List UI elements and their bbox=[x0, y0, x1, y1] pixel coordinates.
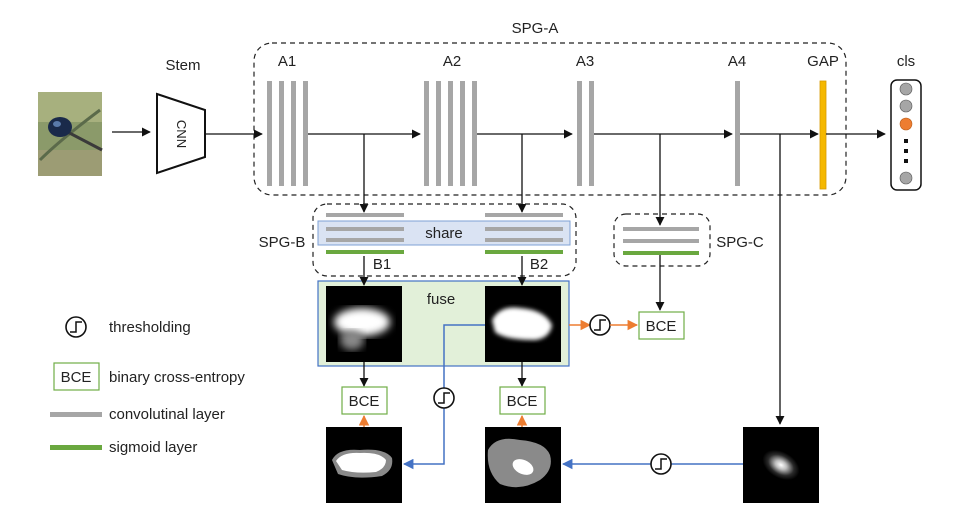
a1-label: A1 bbox=[278, 53, 296, 70]
spg-c-label: SPG-C bbox=[716, 234, 764, 251]
legend-sigmoid-swatch bbox=[50, 445, 102, 450]
legend: thresholding BCE binary cross-entropy co… bbox=[50, 316, 245, 456]
input-photo bbox=[38, 92, 103, 176]
spg-c-region: SPG-C bbox=[613, 213, 764, 267]
gap-layer: GAP bbox=[807, 53, 839, 190]
b2-label: B2 bbox=[530, 256, 548, 273]
block-a1: A1 bbox=[267, 53, 308, 186]
spg-b-label: SPG-B bbox=[259, 234, 306, 251]
stem-label: Stem bbox=[165, 57, 200, 74]
spg-b-region: SPG-B share B1 B2 bbox=[259, 203, 577, 277]
b2-map bbox=[485, 286, 561, 362]
mask-b1 bbox=[326, 427, 402, 503]
gap-label: GAP bbox=[807, 53, 839, 70]
a4-label: A4 bbox=[728, 53, 746, 70]
legend-bce-box: BCE bbox=[53, 362, 100, 391]
legend-conv-swatch bbox=[50, 412, 102, 417]
mask-b2 bbox=[485, 427, 561, 503]
block-a4: A4 bbox=[728, 53, 746, 186]
legend-thresholding: thresholding bbox=[109, 319, 191, 336]
bce-box-b1: BCE bbox=[341, 386, 388, 415]
legend-bce-text: binary cross-entropy bbox=[109, 369, 245, 386]
legend-sigmoid-text: sigmoid layer bbox=[109, 439, 197, 456]
cls-label: cls bbox=[897, 53, 915, 70]
threshold-node-right bbox=[589, 314, 611, 336]
b1-map bbox=[326, 286, 402, 362]
a3-label: A3 bbox=[576, 53, 594, 70]
heatmap-a4 bbox=[743, 427, 819, 503]
fuse-label: fuse bbox=[427, 291, 455, 308]
spg-a-label: SPG-A bbox=[512, 20, 559, 37]
svg-text:BCE: BCE bbox=[646, 318, 677, 335]
legend-threshold-icon bbox=[65, 316, 87, 338]
spg-a-region: SPG-A bbox=[253, 20, 847, 196]
bce-box-b2: BCE bbox=[499, 386, 546, 415]
block-a3: A3 bbox=[576, 53, 594, 186]
legend-conv-text: convolutinal layer bbox=[109, 406, 225, 423]
svg-text:BCE: BCE bbox=[61, 369, 92, 386]
threshold-node-middle bbox=[433, 387, 455, 409]
a2-label: A2 bbox=[443, 53, 461, 70]
svg-text:BCE: BCE bbox=[507, 393, 538, 410]
cnn-label: CNN bbox=[174, 120, 189, 148]
cls-output: cls bbox=[890, 53, 922, 191]
block-a2: A2 bbox=[424, 53, 477, 186]
b1-label: B1 bbox=[373, 256, 391, 273]
bce-box-spgc: BCE bbox=[638, 311, 685, 340]
stem-cnn: Stem CNN bbox=[156, 57, 206, 175]
svg-text:BCE: BCE bbox=[349, 393, 380, 410]
threshold-node-bottom bbox=[650, 453, 672, 475]
share-label: share bbox=[425, 225, 463, 242]
